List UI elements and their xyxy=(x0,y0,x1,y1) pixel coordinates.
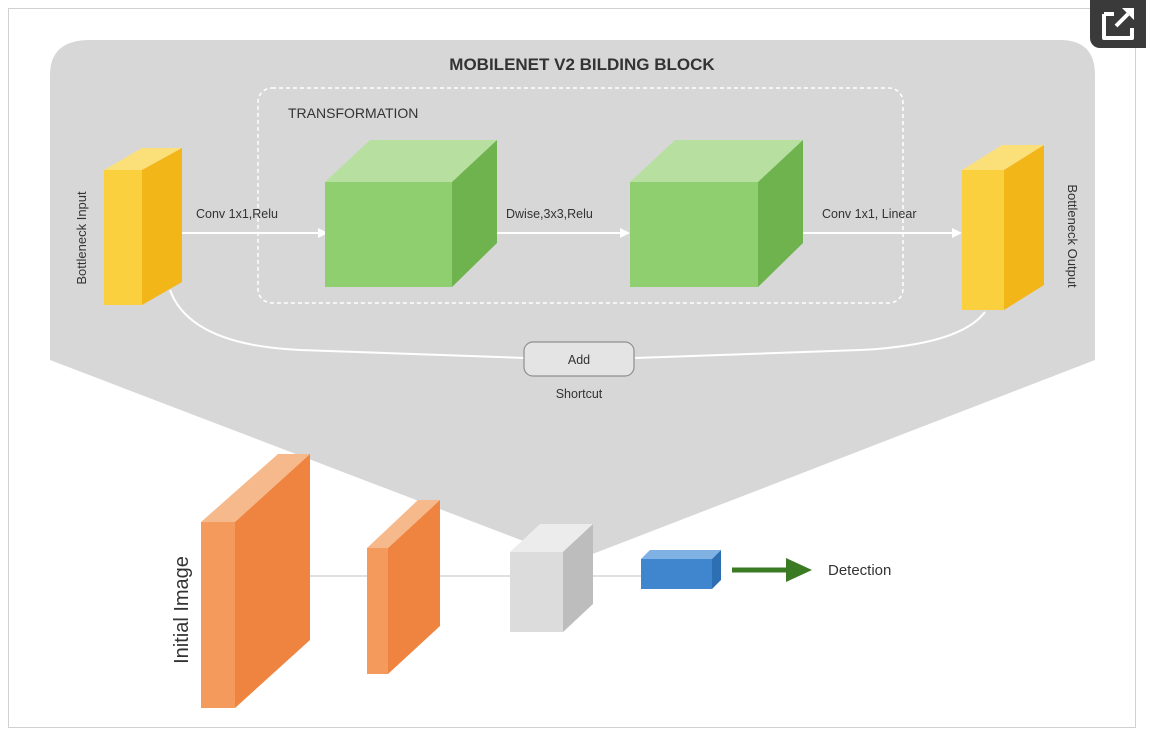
detection-arrow-head xyxy=(786,558,812,582)
detection-head-block xyxy=(641,550,721,589)
dwise-label: Dwise,3x3,Relu xyxy=(506,207,593,221)
arrow-conv2-head xyxy=(952,228,962,238)
bottleneck-input-label: Bottleneck Input xyxy=(74,191,89,285)
arrow-conv1-head xyxy=(318,228,328,238)
green-cube-1 xyxy=(325,140,497,287)
conv2-label: Conv 1x1, Linear xyxy=(822,207,917,221)
bottleneck-input-block xyxy=(104,148,182,305)
transformation-label: TRANSFORMATION xyxy=(288,105,418,121)
block-panel xyxy=(50,40,1095,555)
transformation-box xyxy=(257,87,904,304)
conv1-label: Conv 1x1,Relu xyxy=(196,207,278,221)
arrow-dwise-head xyxy=(620,228,630,238)
detection-label: Detection xyxy=(828,562,891,579)
add-node xyxy=(523,341,635,377)
initial-image-label: Initial Image xyxy=(171,556,193,664)
diagram-title: MOBILENET V2 BILDING BLOCK xyxy=(449,55,715,74)
initial-image-block xyxy=(201,454,310,708)
shortcut-label: Shortcut xyxy=(556,387,603,401)
add-label: Add xyxy=(568,353,590,367)
bottleneck-output-label: Bottleneck Output xyxy=(1065,184,1080,288)
shortcut-connection xyxy=(169,289,526,359)
green-cube-2 xyxy=(630,140,803,287)
mobilenet-block xyxy=(510,524,593,632)
feature-map-block xyxy=(367,500,440,674)
share-external-icon xyxy=(1102,8,1134,40)
bottleneck-output-block xyxy=(962,145,1044,310)
share-button[interactable] xyxy=(1090,0,1146,48)
shortcut-connection-right xyxy=(634,311,986,359)
